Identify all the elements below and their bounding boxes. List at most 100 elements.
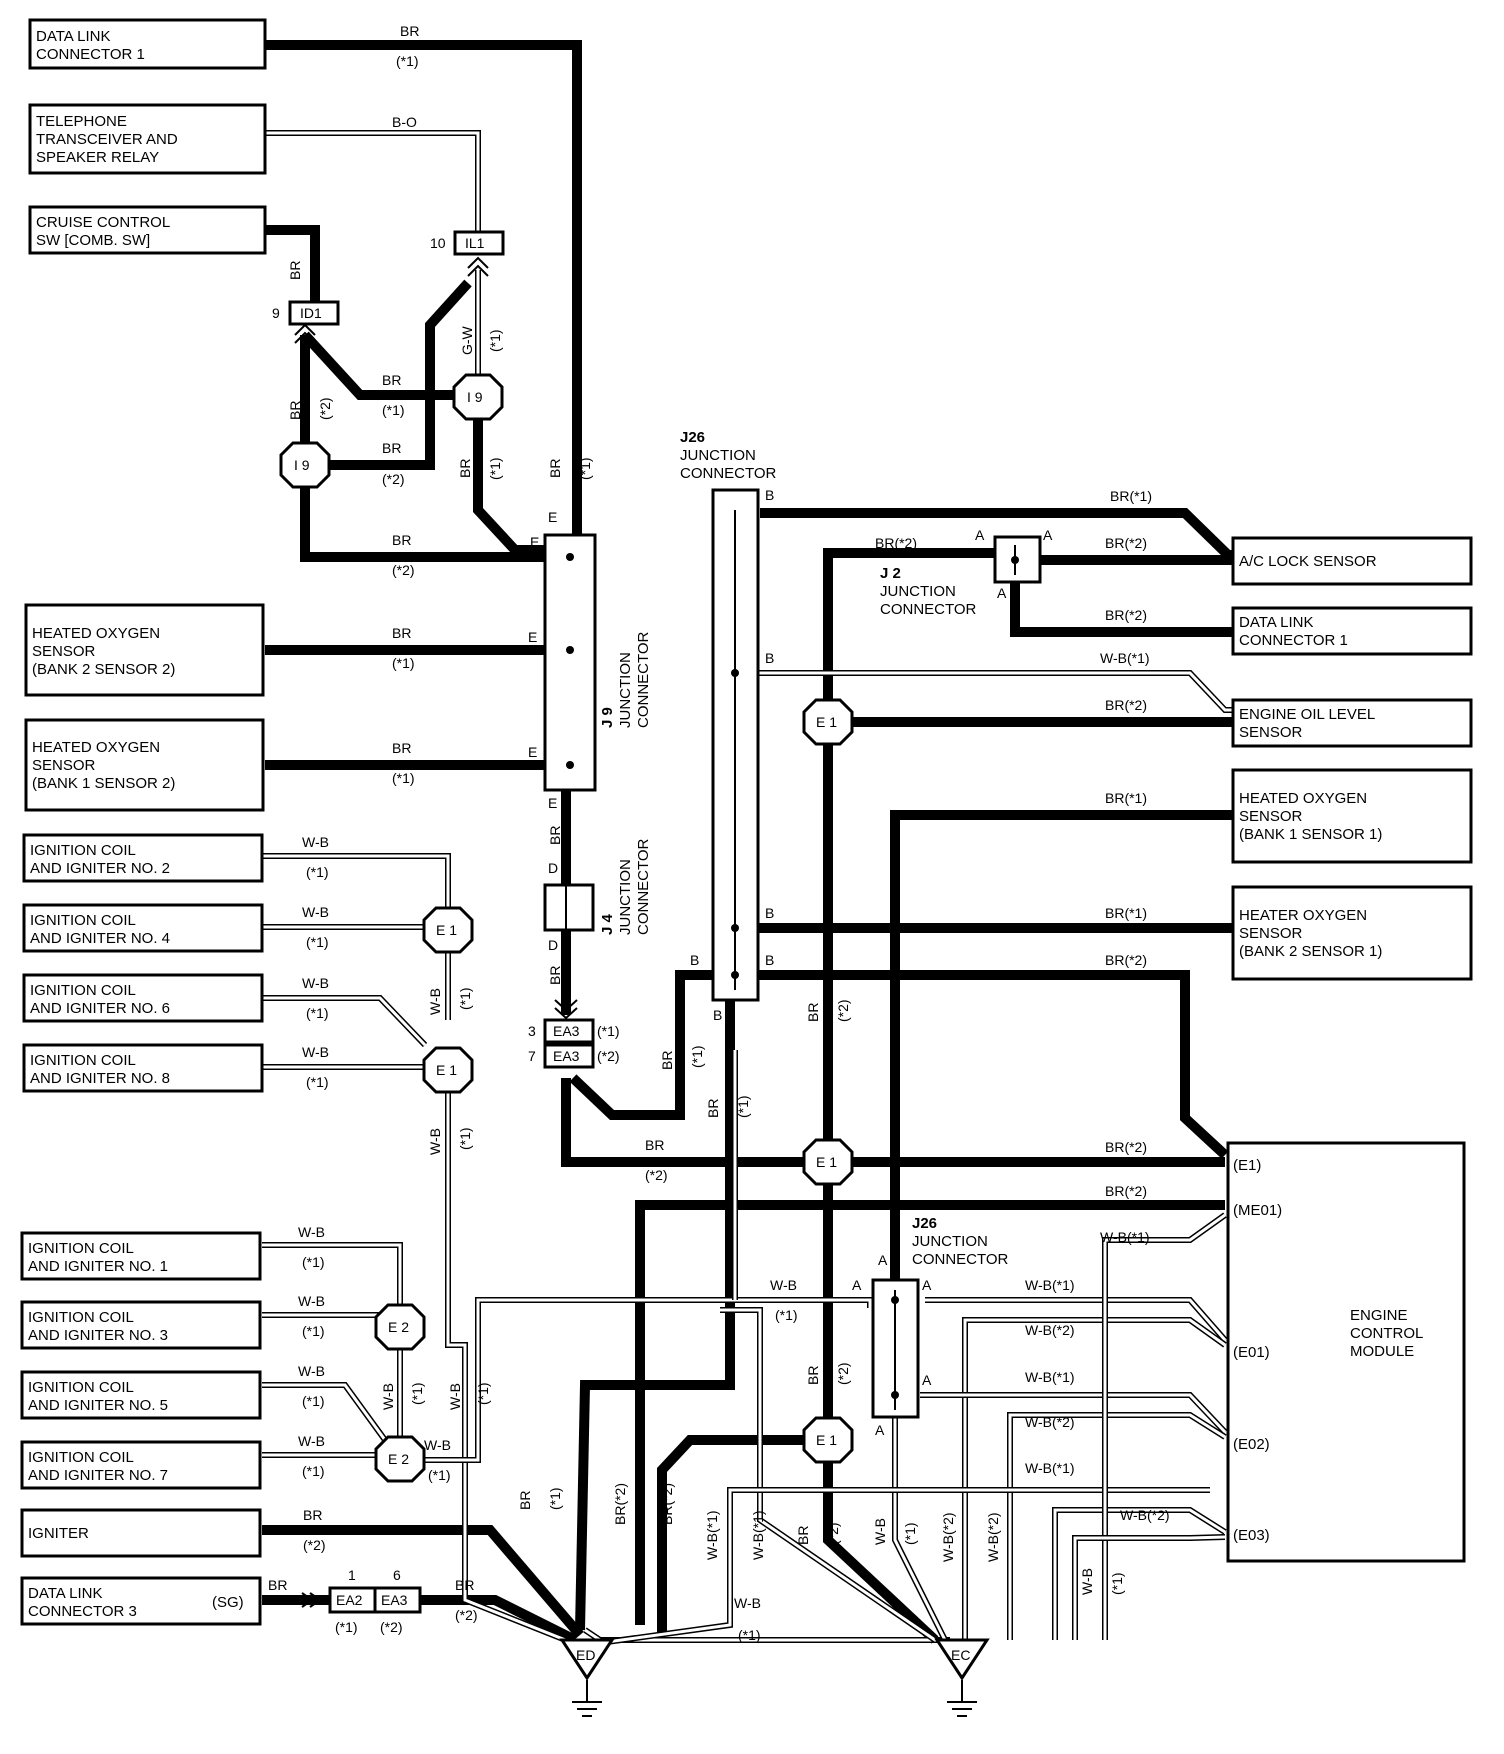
svg-text:W-B: W-B <box>302 834 329 850</box>
wire-e1-low-ed <box>657 1435 805 1635</box>
svg-text:J 2: J 2 <box>880 565 901 582</box>
svg-text:A: A <box>875 1422 885 1438</box>
label-ho2-b1s1-3: (BANK 1 SENSOR 1) <box>1239 826 1382 843</box>
svg-text:E: E <box>530 534 539 550</box>
svg-text:J26: J26 <box>680 429 705 446</box>
svg-text:B: B <box>690 952 699 968</box>
label-ho2-b1s1-2: SENSOR <box>1239 808 1303 825</box>
label-ecm-3: MODULE <box>1350 1343 1414 1360</box>
svg-text:SW [COMB. SW]: SW [COMB. SW] <box>36 232 150 249</box>
svg-text:(*1): (*1) <box>738 1627 761 1643</box>
label-dlc3-pin: (SG) <box>212 1594 244 1611</box>
box-ign6 <box>22 973 264 1023</box>
label-e1-c: E 1 <box>816 1432 837 1448</box>
svg-text:A: A <box>922 1277 932 1293</box>
svg-text:J 4: J 4 <box>599 913 616 935</box>
svg-text:TELEPHONE: TELEPHONE <box>36 113 127 130</box>
svg-text:IGNITION COIL: IGNITION COIL <box>28 1449 134 1466</box>
svg-text:(BANK 1 SENSOR 2): (BANK 1 SENSOR 2) <box>32 775 175 792</box>
svg-text:BR: BR <box>303 1507 322 1523</box>
svg-text:B: B <box>713 1007 722 1023</box>
svg-text:W-B(*1): W-B(*1) <box>1100 1229 1150 1245</box>
box-ign2 <box>22 833 264 883</box>
svg-text:(*1): (*1) <box>689 1045 705 1068</box>
svg-text:IGNITION COIL: IGNITION COIL <box>28 1240 134 1257</box>
svg-text:BR(*2): BR(*2) <box>875 535 917 551</box>
label-il1: IL1 <box>465 235 485 251</box>
svg-text:JUNCTION: JUNCTION <box>680 447 756 464</box>
svg-text:BR: BR <box>382 372 401 388</box>
svg-text:(*1): (*1) <box>735 1095 751 1118</box>
svg-text:W-B(*1): W-B(*1) <box>1025 1369 1075 1385</box>
svg-text:W-B: W-B <box>1079 1568 1095 1595</box>
svg-text:(*1): (*1) <box>306 934 329 950</box>
splice-e1-ign-b <box>422 1046 474 1094</box>
svg-text:BR: BR <box>457 459 473 478</box>
wire-cruise-br <box>265 225 320 302</box>
ground-ec <box>934 1638 990 1717</box>
svg-text:B-O: B-O <box>392 114 417 130</box>
svg-text:W-B: W-B <box>770 1277 797 1293</box>
svg-text:W-B: W-B <box>298 1293 325 1309</box>
svg-text:A: A <box>922 1372 932 1388</box>
svg-text:JUNCTION: JUNCTION <box>912 1233 988 1250</box>
svg-text:CONNECTOR: CONNECTOR <box>880 601 977 618</box>
splice-e1-b <box>802 1138 854 1186</box>
splice-e1-ign-a <box>422 906 474 954</box>
svg-text:JUNCTION: JUNCTION <box>617 652 634 728</box>
svg-text:W-B: W-B <box>298 1363 325 1379</box>
svg-text:DATA LINK: DATA LINK <box>28 1585 102 1602</box>
label-ac-lock: A/C LOCK SENSOR <box>1239 553 1377 570</box>
label-ho2-b2s1-2: SENSOR <box>1239 925 1303 942</box>
svg-text:(*1): (*1) <box>547 1487 563 1510</box>
svg-text:BR: BR <box>392 740 411 756</box>
svg-text:(*2): (*2) <box>835 999 851 1022</box>
svg-text:(*2): (*2) <box>645 1167 668 1183</box>
wire-i9left-j9 <box>300 475 545 562</box>
svg-text:W-B: W-B <box>298 1224 325 1240</box>
svg-text:DATA LINK: DATA LINK <box>1239 614 1313 631</box>
svg-text:J 9: J 9 <box>599 707 616 728</box>
svg-text:CONTROL: CONTROL <box>1350 1325 1423 1342</box>
wire-labels: BR(*1) B-O BR(*1) BR(*2) BR(*2) BR(*1) B… <box>268 23 1170 1643</box>
label-j2-3: CONNECTOR <box>880 601 977 618</box>
svg-text:W-B(*2): W-B(*2) <box>1025 1414 1075 1430</box>
splice-octagons <box>279 373 854 1483</box>
svg-text:BR(*2): BR(*2) <box>1105 697 1147 713</box>
svg-text:AND IGNITER NO. 4: AND IGNITER NO. 4 <box>30 930 170 947</box>
svg-text:(*1): (*1) <box>409 1382 425 1405</box>
label-ign4-2: AND IGNITER NO. 4 <box>30 930 170 947</box>
label-e1-ign-b: E 1 <box>436 1062 457 1078</box>
label-telephone-1: TELEPHONE <box>36 113 127 130</box>
label-e1-ign-a: E 1 <box>436 922 457 938</box>
label-il1-pin: 10 <box>430 235 446 251</box>
label-ea2-s1: (*1) <box>335 1619 358 1635</box>
wire-igniter-ed <box>262 1525 584 1639</box>
svg-text:W-B(*2): W-B(*2) <box>1120 1507 1170 1523</box>
label-e1-b: E 1 <box>816 1154 837 1170</box>
svg-text:W-B(*2): W-B(*2) <box>985 1512 1001 1562</box>
label-id1: ID1 <box>300 305 322 321</box>
label-ign7-2: AND IGNITER NO. 7 <box>28 1467 168 1484</box>
svg-text:BR: BR <box>382 440 401 456</box>
label-ea3-b: EA3 <box>553 1048 580 1064</box>
label-ign6-1: IGNITION COIL <box>30 982 136 999</box>
ecm-pin-e02: (E02) <box>1233 1436 1270 1453</box>
wire-telephone-bo <box>265 131 480 243</box>
svg-text:A: A <box>975 527 985 543</box>
label-ho2-b1s2-1: HEATED OXYGEN <box>32 739 160 756</box>
label-e2-b: E 2 <box>388 1451 409 1467</box>
svg-text:AND IGNITER NO. 7: AND IGNITER NO. 7 <box>28 1467 168 1484</box>
svg-text:E: E <box>548 509 557 525</box>
label-j4: J 4 JUNCTION CONNECTOR <box>599 838 652 935</box>
label-dlc3-2: CONNECTOR 3 <box>28 1603 137 1620</box>
wire-j2-e1 <box>823 548 995 700</box>
svg-text:(*2): (*2) <box>835 1362 851 1385</box>
svg-text:W-B: W-B <box>302 975 329 991</box>
label-ho2-b1s1-1: HEATED OXYGEN <box>1239 790 1367 807</box>
svg-text:(*1): (*1) <box>475 1382 491 1405</box>
splice-e2-b <box>374 1435 426 1483</box>
label-ec: EC <box>951 1647 970 1663</box>
wire-ea3-ed <box>420 1595 578 1645</box>
